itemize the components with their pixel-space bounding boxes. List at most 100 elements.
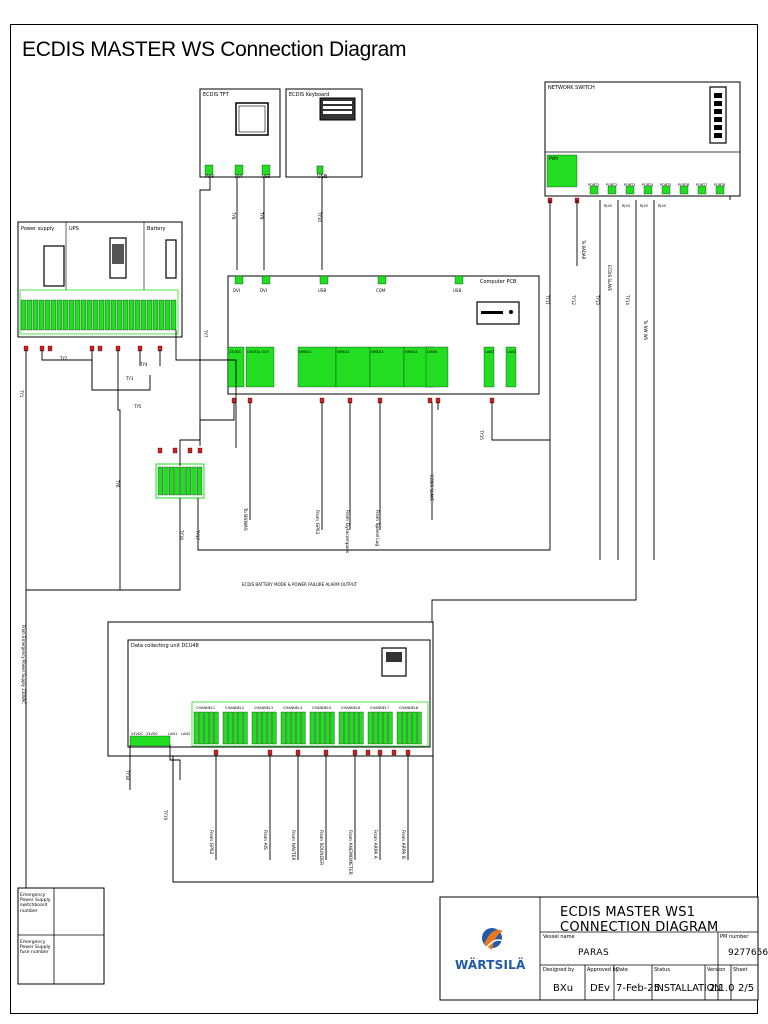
power-terminal-15[interactable]	[110, 299, 117, 331]
dcu-channel-terminal[interactable]	[271, 711, 277, 745]
dcu-channel-terminal[interactable]	[353, 711, 359, 745]
power-terminal-23[interactable]	[158, 299, 165, 331]
dcu-channel-terminal[interactable]	[377, 711, 383, 745]
power-terminal-22[interactable]	[152, 299, 159, 331]
dcu-channel-terminal[interactable]	[213, 711, 219, 745]
switch-port-5[interactable]	[661, 185, 671, 195]
dcu-channel-terminal[interactable]	[314, 711, 320, 745]
computer-bottom-block-7[interactable]	[483, 346, 495, 388]
power-block[interactable]: Power supply UPS Battery	[17, 221, 183, 352]
switch-port-2[interactable]	[607, 185, 617, 195]
dcu-channel-terminal[interactable]	[222, 711, 228, 745]
power-terminal-12[interactable]	[92, 299, 99, 331]
dcu-channel-terminal[interactable]	[401, 711, 407, 745]
dcu-channel-terminal[interactable]	[309, 711, 315, 745]
dcu-channel-terminal[interactable]	[387, 711, 393, 745]
junction-terminal-1[interactable]	[163, 466, 169, 496]
dcu-channel-terminal[interactable]	[324, 711, 330, 745]
dcu-channel-terminal[interactable]	[406, 711, 412, 745]
power-terminal-17[interactable]	[122, 299, 129, 331]
junction-terminal-2[interactable]	[169, 466, 175, 496]
dcu-channel-terminal[interactable]	[300, 711, 306, 745]
dcu-power-block[interactable]	[129, 735, 171, 747]
power-terminal-18[interactable]	[128, 299, 135, 331]
computer-bottom-block-6[interactable]	[425, 346, 449, 388]
switch-power-block[interactable]	[546, 154, 578, 188]
dcu-channel-terminal[interactable]	[256, 711, 262, 745]
dcu-channel-terminal[interactable]	[367, 711, 373, 745]
junction-terminal-6[interactable]	[191, 466, 197, 496]
tft-port-1[interactable]	[234, 164, 244, 176]
dcu-channel-terminal[interactable]	[416, 711, 422, 745]
dcu-channel-terminal[interactable]	[319, 711, 325, 745]
dcu-channel-terminal[interactable]	[208, 711, 214, 745]
junction-terminal-0[interactable]	[157, 466, 163, 496]
power-terminal-2[interactable]	[32, 299, 39, 331]
dcu-channel-terminal[interactable]	[411, 711, 417, 745]
computer-top-port-4[interactable]	[454, 275, 464, 285]
dcu-channel-terminal[interactable]	[203, 711, 209, 745]
power-terminal-13[interactable]	[98, 299, 105, 331]
power-terminal-21[interactable]	[146, 299, 153, 331]
dcu-channel-terminal[interactable]	[251, 711, 257, 745]
computer-top-port-2[interactable]	[319, 275, 329, 285]
power-terminal-9[interactable]	[74, 299, 81, 331]
power-terminal-19[interactable]	[134, 299, 141, 331]
dcu-channel-terminal[interactable]	[193, 711, 199, 745]
computer-top-port-0[interactable]	[234, 275, 244, 285]
power-terminal-16[interactable]	[116, 299, 123, 331]
power-terminal-14[interactable]	[104, 299, 111, 331]
switch-port-6[interactable]	[679, 185, 689, 195]
computer-bottom-block-1[interactable]	[245, 346, 275, 388]
junction-terminal-3[interactable]	[174, 466, 180, 496]
computer-bottom-block-4[interactable]	[369, 346, 405, 388]
switch-port-7[interactable]	[697, 185, 707, 195]
dcu-channel-terminal[interactable]	[329, 711, 335, 745]
power-terminal-5[interactable]	[50, 299, 57, 331]
dcu-channel-terminal[interactable]	[396, 711, 402, 745]
dcu-channel-terminal[interactable]	[382, 711, 388, 745]
power-terminal-20[interactable]	[140, 299, 147, 331]
switch-port-4[interactable]	[643, 185, 653, 195]
computer-top-port-1[interactable]	[261, 275, 271, 285]
dcu-channel-terminal[interactable]	[280, 711, 286, 745]
computer-top-port-3[interactable]	[377, 275, 387, 285]
switch-port-1[interactable]	[589, 185, 599, 195]
dcu-channel-terminal[interactable]	[232, 711, 238, 745]
power-terminal-6[interactable]	[56, 299, 63, 331]
junction-block[interactable]	[155, 447, 205, 499]
dcu-channel-terminal[interactable]	[237, 711, 243, 745]
switch-port-8[interactable]	[715, 185, 725, 195]
tft-port-0[interactable]	[204, 164, 214, 176]
power-terminal-10[interactable]	[80, 299, 87, 331]
dcu-channel-terminal[interactable]	[261, 711, 267, 745]
dcu-channel-terminal[interactable]	[295, 711, 301, 745]
power-terminal-7[interactable]	[62, 299, 69, 331]
dcu-channel-terminal[interactable]	[227, 711, 233, 745]
junction-terminal-4[interactable]	[180, 466, 186, 496]
power-terminal-24[interactable]	[164, 299, 171, 331]
dcu-channel-terminal[interactable]	[343, 711, 349, 745]
computer-bottom-block-3[interactable]	[335, 346, 371, 388]
switch-port-3[interactable]	[625, 185, 635, 195]
power-terminal-8[interactable]	[68, 299, 75, 331]
power-terminal-4[interactable]	[44, 299, 51, 331]
junction-terminal-7[interactable]	[197, 466, 203, 496]
dcu-channel-terminal[interactable]	[285, 711, 291, 745]
junction-terminal-5[interactable]	[185, 466, 191, 496]
dcu-channel-terminal[interactable]	[338, 711, 344, 745]
dcu-channel-terminal[interactable]	[242, 711, 248, 745]
computer-bottom-block-2[interactable]	[297, 346, 337, 388]
ecdis-keyboard-unit[interactable]: ECDIS Keyboard USB	[285, 88, 363, 180]
dcu-channel-terminal[interactable]	[372, 711, 378, 745]
power-terminal-25[interactable]	[170, 299, 177, 331]
dcu-channel-terminal[interactable]	[266, 711, 272, 745]
dcu-channel-terminal[interactable]	[290, 711, 296, 745]
power-terminal-1[interactable]	[26, 299, 33, 331]
dcu-channel-terminal[interactable]	[358, 711, 364, 745]
tft-port-2[interactable]	[261, 164, 271, 176]
